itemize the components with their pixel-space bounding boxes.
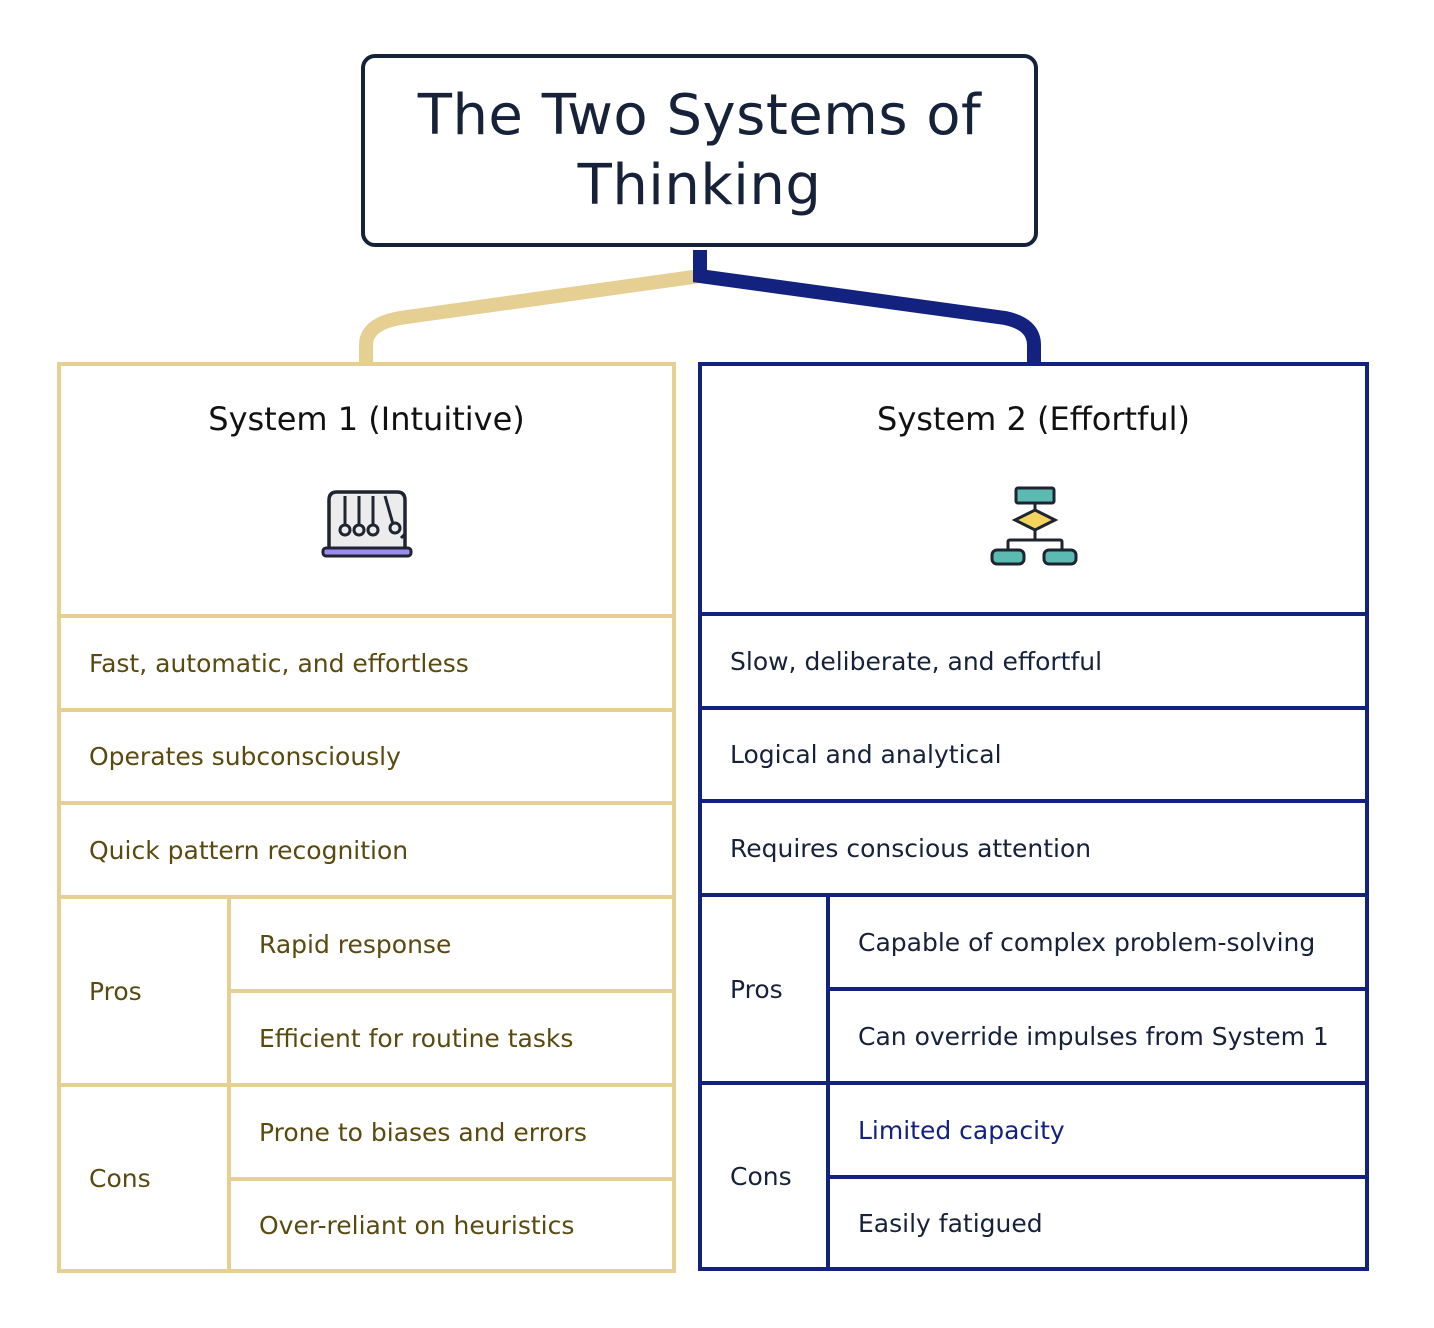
system1-panel: System 1 (Intuitive) Fast, automatic, an… <box>57 362 676 1273</box>
system1-pros-group: Pros Rapid response Efficient for routin… <box>61 899 672 1087</box>
system2-pros-group: Pros Capable of complex problem-solving … <box>702 897 1365 1085</box>
system2-pro-1: Capable of complex problem-solving <box>830 897 1365 991</box>
system1-con-2: Over-reliant on heuristics <box>259 1210 575 1240</box>
system1-con-1: Prone to biases and errors <box>231 1087 672 1181</box>
system1-cons-label: Cons <box>61 1087 231 1269</box>
system2-pro-2: Can override impulses from System 1 <box>858 1021 1329 1051</box>
system1-cons-group: Cons Prone to biases and errors Over-rel… <box>61 1087 672 1269</box>
system2-header: System 2 (Effortful) <box>702 366 1365 616</box>
system2-trait-1: Slow, deliberate, and effortful <box>702 616 1365 710</box>
system2-con-1: Limited capacity <box>830 1085 1365 1179</box>
system1-trait-3: Quick pattern recognition <box>61 805 672 899</box>
system2-cons-label: Cons <box>702 1085 830 1267</box>
newtons-cradle-icon <box>319 486 415 562</box>
diagram-title: The Two Systems of Thinking <box>417 82 982 218</box>
system1-header: System 1 (Intuitive) <box>61 366 672 618</box>
connector-system2 <box>693 250 1041 362</box>
system1-trait-2: Operates subconsciously <box>61 712 672 805</box>
system2-trait-2: Logical and analytical <box>702 710 1365 803</box>
system2-panel: System 2 (Effortful) Slow, deliberate, a… <box>698 362 1369 1271</box>
root-node: The Two Systems of Thinking <box>361 54 1038 247</box>
system2-cons-group: Cons Limited capacity Easily fatigued <box>702 1085 1365 1267</box>
system1-pros-label: Pros <box>61 899 231 1083</box>
flowchart-icon <box>986 486 1082 574</box>
system2-trait-3: Requires conscious attention <box>702 803 1365 897</box>
system1-pro-2: Efficient for routine tasks <box>259 1023 574 1053</box>
system1-title: System 1 (Intuitive) <box>208 400 525 438</box>
connector-system1 <box>359 250 707 362</box>
system1-trait-1: Fast, automatic, and effortless <box>61 618 672 712</box>
system2-con-2: Easily fatigued <box>858 1208 1043 1238</box>
system2-title: System 2 (Effortful) <box>877 400 1190 438</box>
system1-pro-1: Rapid response <box>231 899 672 993</box>
system2-pros-label: Pros <box>702 897 830 1081</box>
